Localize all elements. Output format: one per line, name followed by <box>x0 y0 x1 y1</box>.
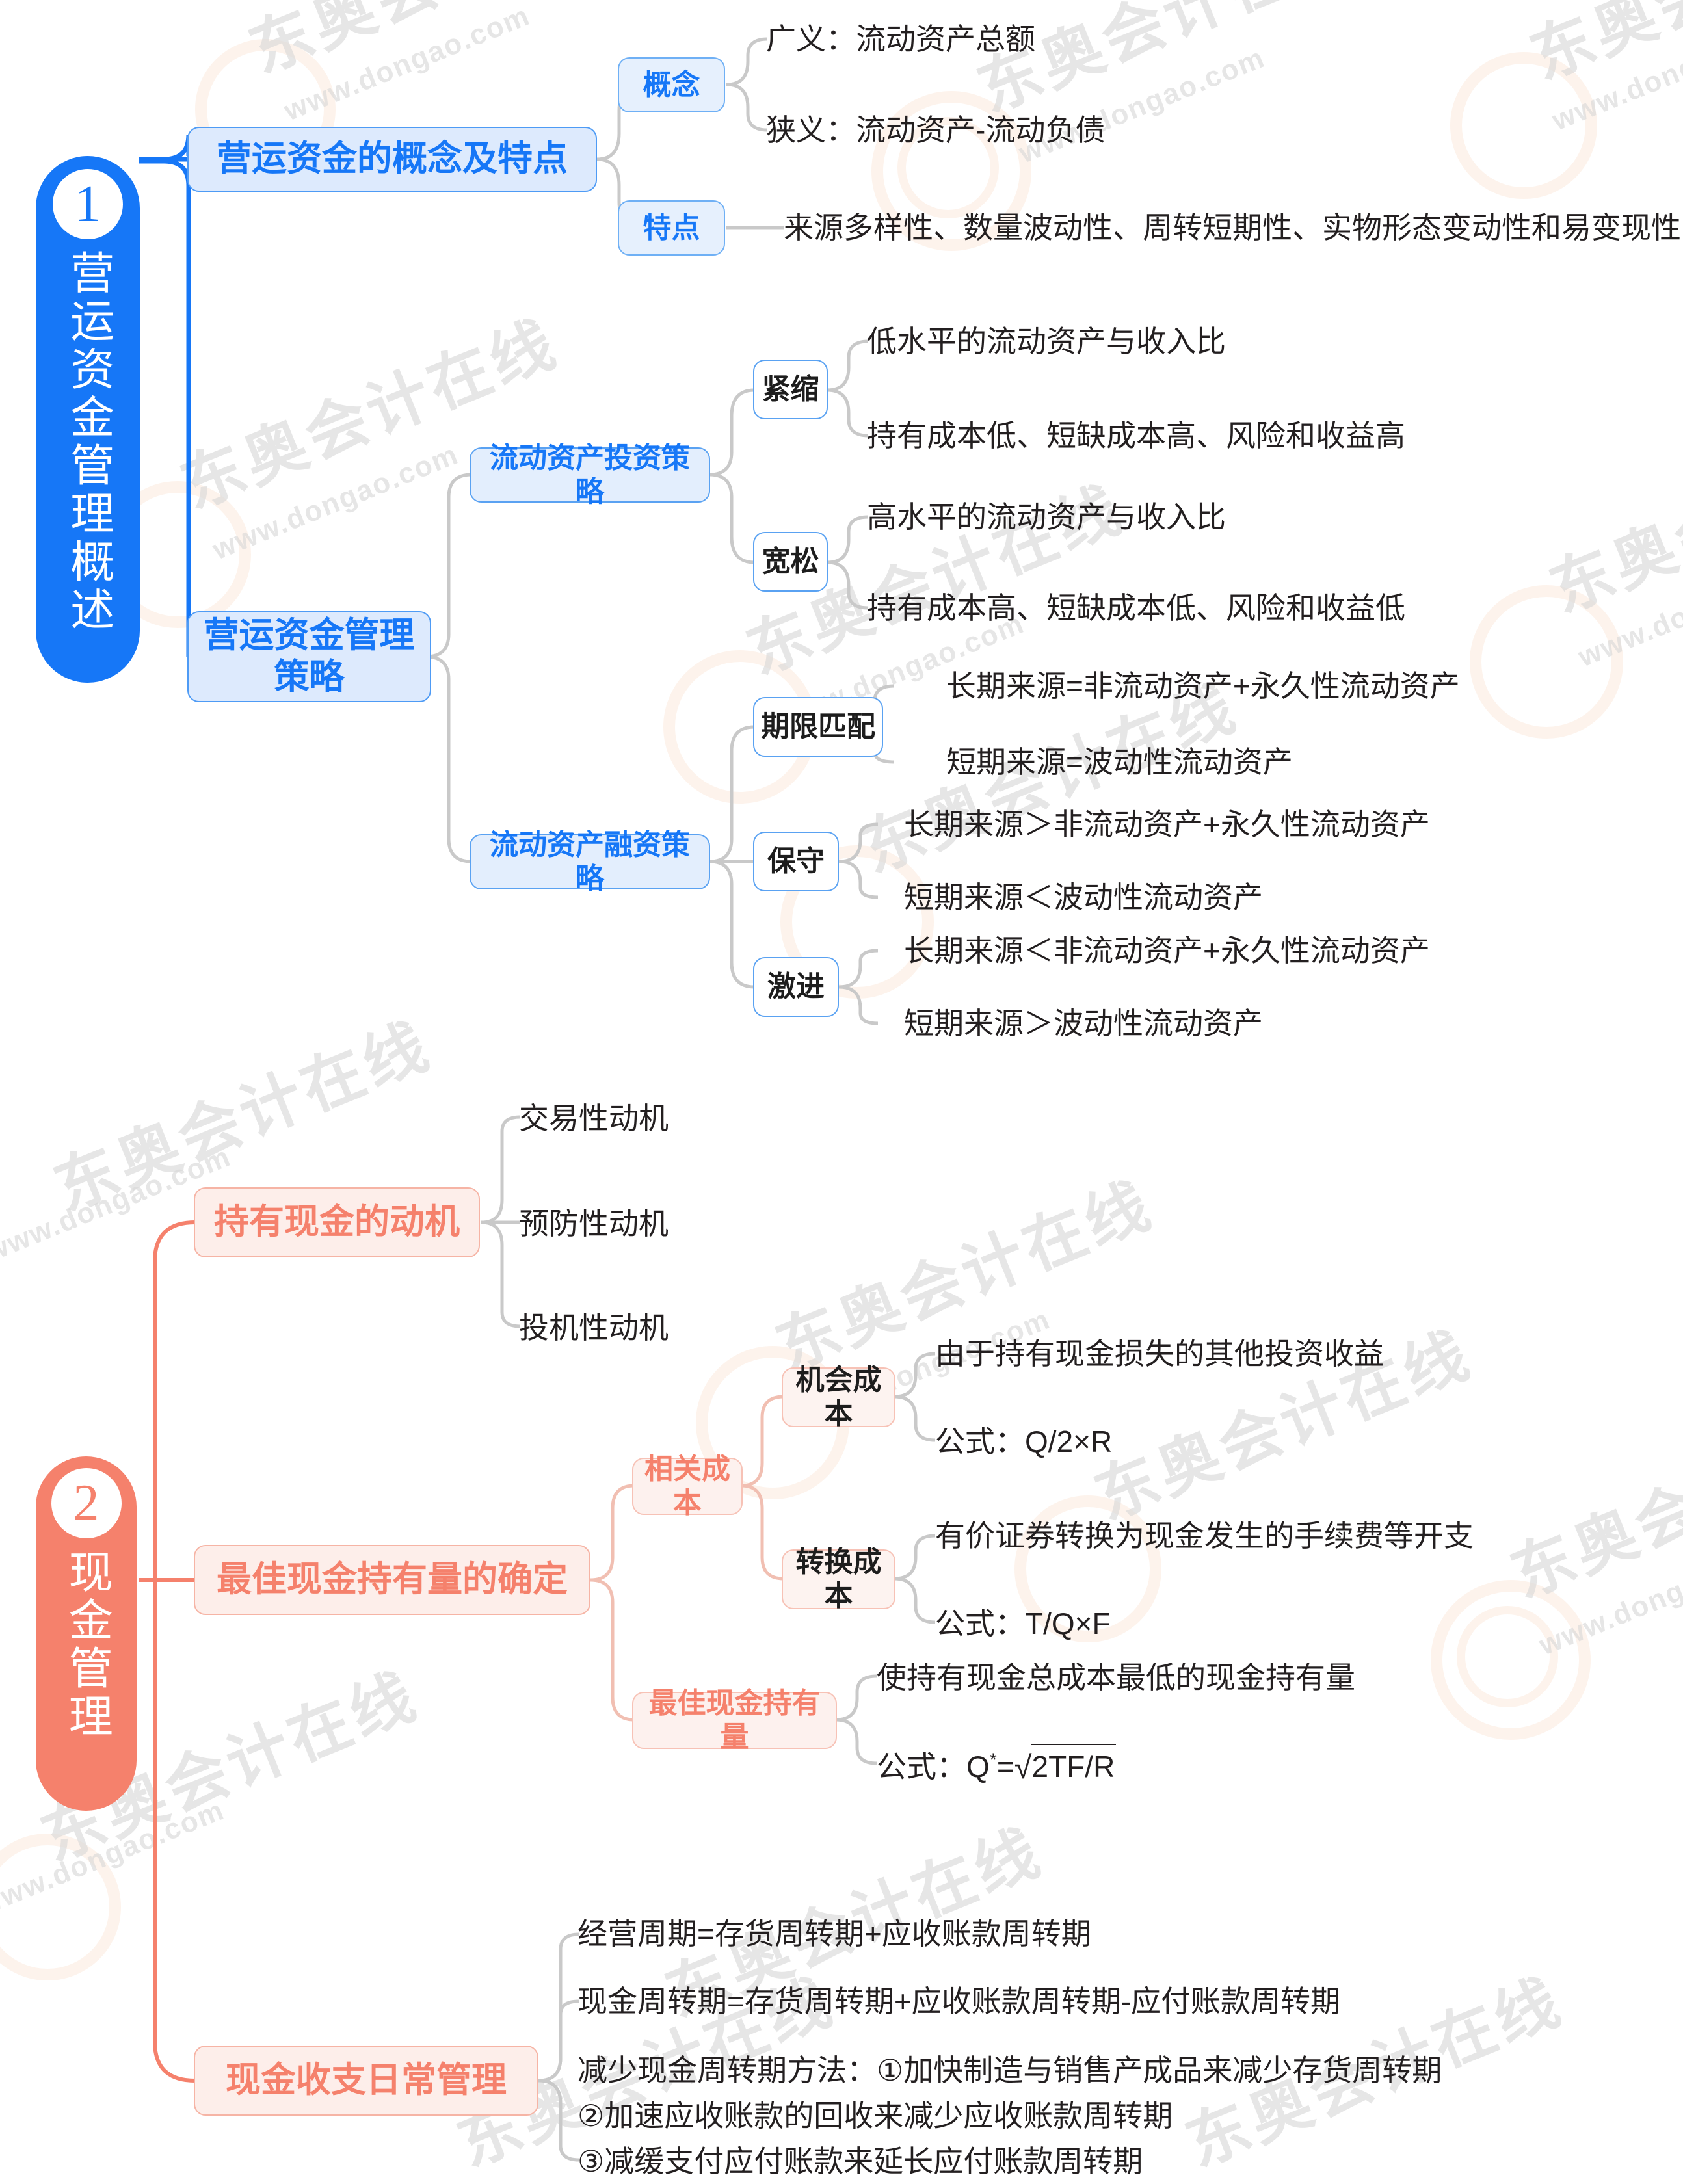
section-title-1: 营运资金管理概述 <box>63 250 113 635</box>
leaf-text: 狭义：流动资产-流动负债 <box>766 113 1106 147</box>
node-maturity-matching[interactable]: 期限匹配 <box>753 697 883 757</box>
node-concept-and-features[interactable]: 营运资金的概念及特点 <box>187 127 597 192</box>
node-conservative[interactable]: 保守 <box>753 832 839 891</box>
leaf-text: 持有成本高、短缺成本低、风险和收益低 <box>867 591 1405 625</box>
leaf-text: 长期来源＜非流动资产+永久性流动资产 <box>904 934 1430 967</box>
leaf-text: 短期来源=波动性流动资产 <box>946 745 1293 779</box>
leaf-text: 由于持有现金损失的其他投资收益 <box>935 1337 1384 1371</box>
node-label: 最佳现金持有量 <box>648 1687 821 1753</box>
section-root-2[interactable]: 2 现金管理 <box>36 1456 137 1811</box>
node-label: 紧缩 <box>762 373 819 406</box>
leaf-text: 公式：T/Q×F <box>935 1607 1111 1640</box>
node-relevant-costs[interactable]: 相关成本 <box>632 1453 743 1519</box>
node-label: 相关成本 <box>644 1453 730 1519</box>
node-label: 宽松 <box>762 546 819 578</box>
leaf-formula-optimal-cash: 公式：Q*=√2TF/R <box>877 1744 1117 1789</box>
section-number-1: 1 <box>53 169 123 239</box>
node-label: 机会成本 <box>795 1364 882 1430</box>
leaf-text: 来源多样性、数量波动性、周转短期性、实物形态变动性和易变现性 <box>784 211 1681 244</box>
node-cash-holding-motives[interactable]: 持有现金的动机 <box>194 1187 480 1257</box>
node-label: 激进 <box>767 971 825 1003</box>
node-current-asset-investment-strategy[interactable]: 流动资产投资策略 <box>470 442 710 508</box>
node-concept[interactable]: 概念 <box>618 57 725 112</box>
node-label: 转换成本 <box>795 1546 882 1612</box>
node-optimal-cash-balance[interactable]: 最佳现金持有量 <box>632 1687 837 1753</box>
node-working-capital-strategy[interactable]: 营运资金管理策略 <box>187 611 431 702</box>
node-daily-cash-management[interactable]: 现金收支日常管理 <box>194 2046 538 2116</box>
node-tight-strategy[interactable]: 紧缩 <box>753 360 828 419</box>
leaf-text: 经营周期=存货周转期+应收账款周转期 <box>577 1917 1091 1951</box>
node-label: 流动资产融资策略 <box>490 828 690 895</box>
leaf-text: 预防性动机 <box>519 1207 669 1241</box>
leaf-text: 低水平的流动资产与收入比 <box>867 324 1226 358</box>
node-aggressive[interactable]: 激进 <box>753 957 839 1017</box>
node-label: 保守 <box>767 845 825 878</box>
node-label: 概念 <box>643 68 700 101</box>
node-label: 持有现金的动机 <box>214 1202 460 1242</box>
leaf-text: 短期来源＞波动性流动资产 <box>904 1006 1263 1040</box>
node-optimal-cash-balance-determination[interactable]: 最佳现金持有量的确定 <box>194 1545 590 1615</box>
node-features[interactable]: 特点 <box>618 200 725 256</box>
leaf-text: ②加速应收账款的回收来减少应收账款周转期 <box>577 2099 1173 2133</box>
formula-equals: = <box>996 1750 1014 1783</box>
leaf-text: 减少现金周转期方法：①加快制造与销售产成品来减少存货周转期 <box>577 2053 1442 2087</box>
leaf-text: 使持有现金总成本最低的现金持有量 <box>877 1661 1355 1694</box>
node-label: 营运资金的概念及特点 <box>217 139 568 179</box>
leaf-text: 投机性动机 <box>519 1311 669 1345</box>
section-title-2: 现金管理 <box>62 1549 112 1741</box>
node-label: 流动资产投资策略 <box>490 441 690 508</box>
node-current-asset-financing-strategy[interactable]: 流动资产融资策略 <box>470 829 710 895</box>
leaf-text: 有价证券转换为现金发生的手续费等开支 <box>935 1519 1474 1553</box>
leaf-text: 长期来源=非流动资产+永久性流动资产 <box>946 669 1460 703</box>
node-loose-strategy[interactable]: 宽松 <box>753 532 828 592</box>
leaf-text: 短期来源＜波动性流动资产 <box>904 880 1263 914</box>
node-conversion-cost[interactable]: 转换成本 <box>782 1546 895 1612</box>
leaf-text: 现金周转期=存货周转期+应收账款周转期-应付账款周转期 <box>577 1984 1341 2018</box>
leaf-text: 广义：流动资产总额 <box>766 22 1035 56</box>
leaf-text: 长期来源＞非流动资产+永久性流动资产 <box>904 808 1430 841</box>
node-opportunity-cost[interactable]: 机会成本 <box>782 1364 895 1430</box>
node-label: 营运资金管理策略 <box>204 616 415 696</box>
formula-prefix: 公式：Q <box>877 1750 990 1783</box>
leaf-text: 交易性动机 <box>519 1101 669 1135</box>
node-label: 特点 <box>643 211 700 244</box>
leaf-text: 高水平的流动资产与收入比 <box>867 500 1226 534</box>
section-root-1[interactable]: 1 营运资金管理概述 <box>36 156 140 683</box>
node-label: 期限匹配 <box>761 711 875 743</box>
formula-radicand: 2TF/R <box>1030 1744 1117 1788</box>
section-number-2: 2 <box>51 1468 122 1538</box>
leaf-text: 持有成本低、短缺成本高、风险和收益高 <box>867 419 1405 453</box>
radical-sign-icon: √ <box>1014 1750 1032 1785</box>
formula-star: * <box>989 1750 997 1771</box>
leaf-text: ③减缓支付应付账款来延长应付账款周转期 <box>577 2144 1143 2178</box>
leaf-text: 公式：Q/2×R <box>935 1425 1113 1458</box>
node-label: 最佳现金持有量的确定 <box>217 1560 568 1599</box>
node-label: 现金收支日常管理 <box>226 2060 507 2100</box>
